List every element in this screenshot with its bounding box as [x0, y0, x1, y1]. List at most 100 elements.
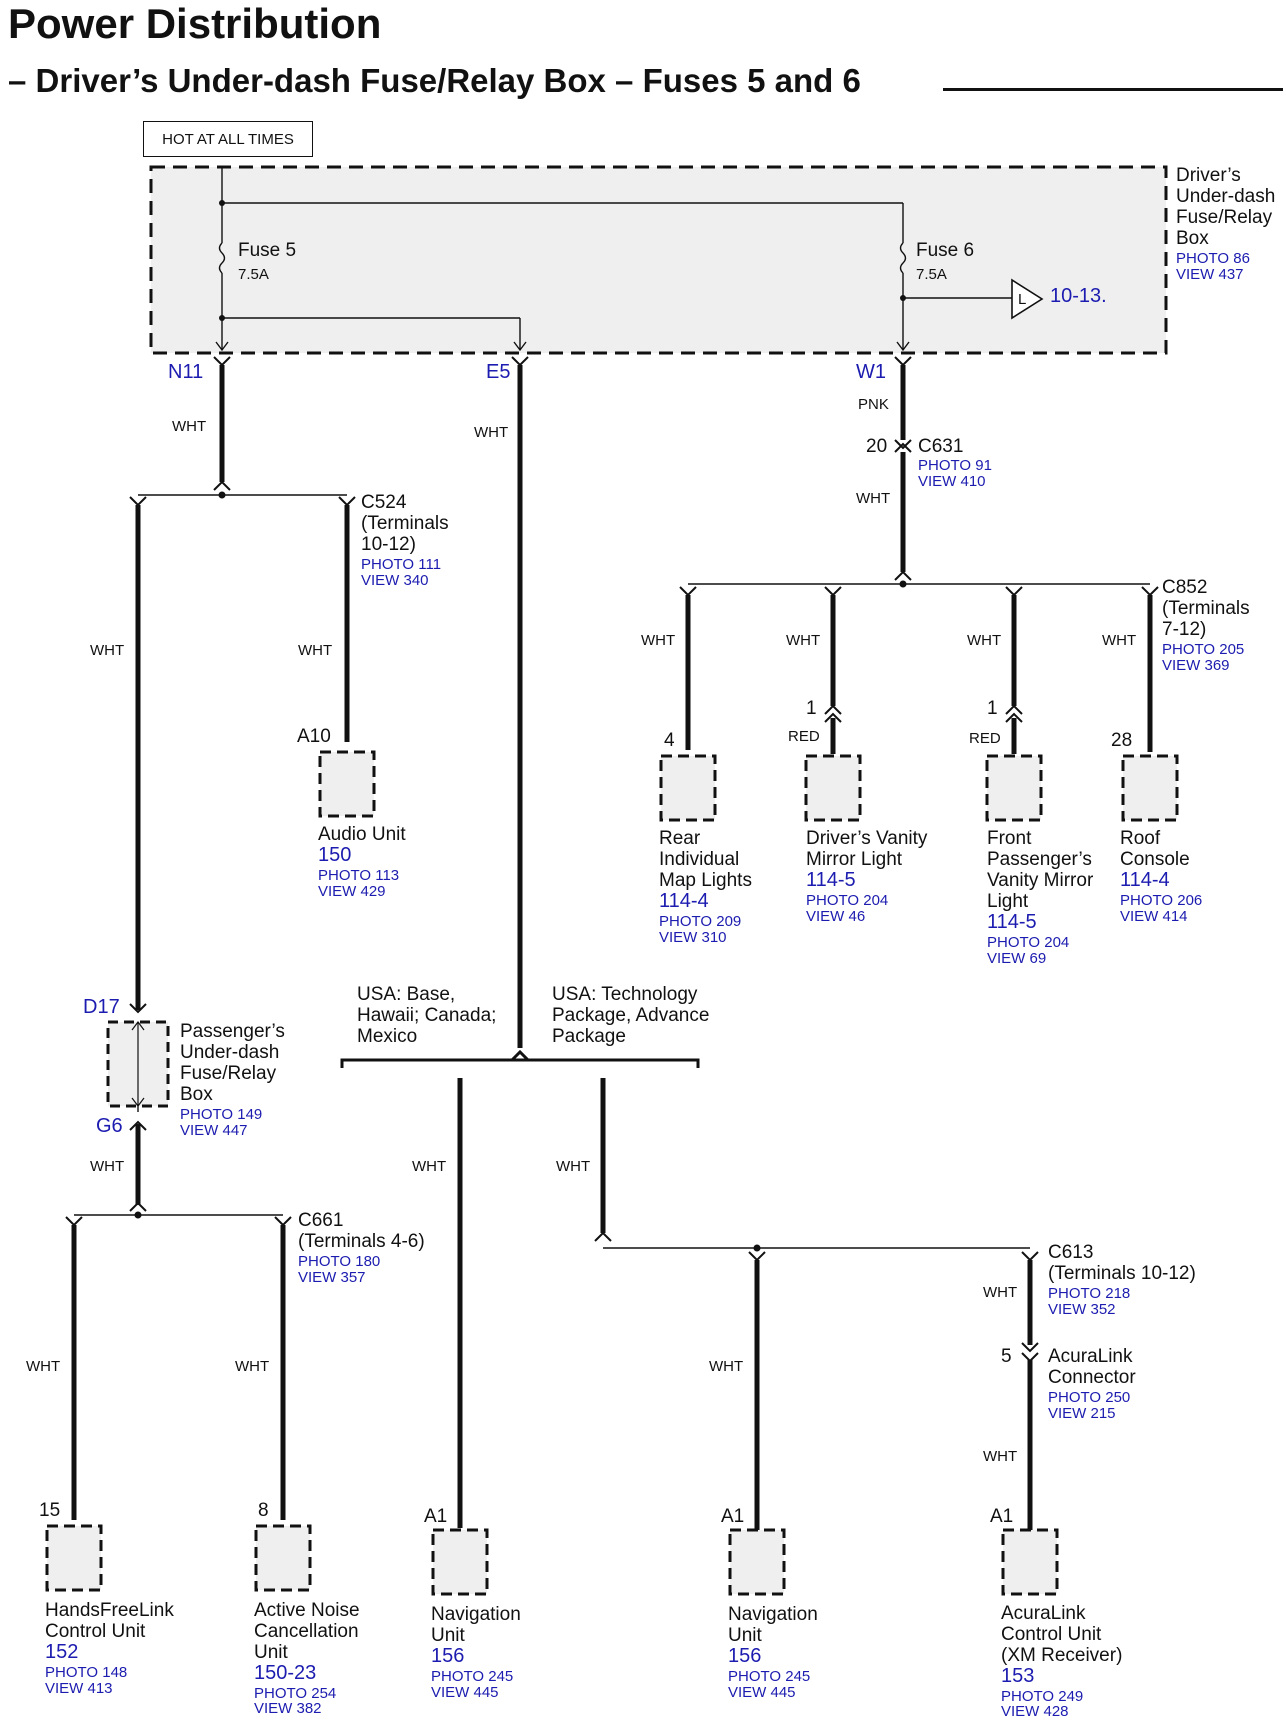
c852-view: VIEW 369 — [1162, 657, 1230, 674]
rear-map-pin: 4 — [664, 730, 675, 751]
branch-left-3: Mexico — [357, 1026, 418, 1047]
c613-photo: PHOTO 218 — [1048, 1285, 1131, 1302]
passenger-box-name-2: Under-dash — [180, 1042, 280, 1063]
audio-unit-page: 150 — [318, 844, 352, 866]
front-vanity-name-3: Vanity Mirror — [987, 870, 1094, 891]
c661-terminals: (Terminals 4-6) — [298, 1231, 425, 1252]
branch-right-2: Package, Advance — [552, 1005, 710, 1026]
roof-console-name-2: Console — [1120, 849, 1190, 870]
roof-console-photo: PHOTO 206 — [1120, 892, 1203, 909]
hfl-name-2: Control Unit — [45, 1621, 146, 1642]
audio-unit-view: VIEW 429 — [318, 883, 386, 900]
passenger-box-name-1: Passenger’s — [180, 1021, 285, 1042]
acuralink-unit-page: 153 — [1001, 1665, 1035, 1687]
driver-vanity-photo: PHOTO 204 — [806, 892, 889, 909]
wire-color-front-vanity: WHT — [967, 632, 1002, 649]
terminal-w1: W1 — [856, 361, 886, 383]
driver-vanity-view: VIEW 46 — [806, 908, 866, 925]
fuse-5-label: Fuse 5 — [238, 240, 297, 261]
acuralink-unit-name-2: Control Unit — [1001, 1624, 1102, 1645]
c613-terminals: (Terminals 10-12) — [1048, 1263, 1196, 1284]
acuralink-connector-photo: PHOTO 250 — [1048, 1389, 1131, 1406]
rear-map-view: VIEW 310 — [659, 929, 727, 946]
fuse-5-rating: 7.5A — [238, 266, 269, 283]
rear-map-page: 114-4 — [659, 890, 709, 912]
nav2-photo: PHOTO 245 — [728, 1668, 811, 1685]
branch-left-2: Hawaii; Canada; — [357, 1005, 497, 1026]
branch-right-1: USA: Technology — [552, 984, 698, 1005]
c852-terminals-2: 7-12) — [1162, 619, 1207, 640]
roof-console-pin: 28 — [1111, 730, 1133, 751]
front-vanity-photo: PHOTO 204 — [987, 934, 1070, 951]
c524-view: VIEW 340 — [361, 572, 429, 589]
wire-color-tech: WHT — [556, 1158, 591, 1175]
nav2-view: VIEW 445 — [728, 1684, 796, 1701]
anc-photo: PHOTO 254 — [254, 1685, 337, 1702]
hfl-photo: PHOTO 148 — [45, 1664, 128, 1681]
hfl-name-1: HandsFreeLink — [45, 1600, 174, 1621]
c661-photo: PHOTO 180 — [298, 1253, 381, 1270]
terminal-n11: N11 — [168, 361, 204, 383]
roof-console-name-1: Roof — [1120, 828, 1161, 849]
passenger-box-name-3: Fuse/Relay — [180, 1063, 277, 1084]
front-vanity-name-2: Passenger’s — [987, 849, 1092, 870]
acuralink-unit-name-3: (XM Receiver) — [1001, 1645, 1123, 1666]
option-bracket — [340, 1049, 700, 1068]
terminal-g6: G6 — [96, 1115, 123, 1137]
fuse-box-photo: PHOTO 86 — [1176, 250, 1250, 267]
wire-color-audio: WHT — [298, 642, 333, 659]
rear-map-name-1: Rear — [659, 828, 701, 849]
hfl-pin: 15 — [39, 1500, 61, 1521]
branch-right-3: Package — [552, 1026, 626, 1047]
acuralink-unit-name-1: AcuraLink — [1001, 1603, 1086, 1624]
c631-view: VIEW 410 — [918, 473, 986, 490]
fuse-box-name-4: Box — [1176, 228, 1209, 249]
wire-color-e5: WHT — [474, 424, 509, 441]
wire-color-c613: WHT — [983, 1284, 1018, 1301]
front-vanity-name-4: Light — [987, 891, 1029, 912]
acuralink-connector-name-1: AcuraLink — [1048, 1346, 1133, 1367]
terminal-d17: D17 — [83, 996, 120, 1018]
wire-color-hfl: WHT — [26, 1358, 61, 1375]
fuse-box-name-1: Driver’s — [1176, 165, 1241, 186]
c524-terminals-2: 10-12) — [361, 534, 416, 555]
acuralink-connector-pin: 5 — [1001, 1346, 1012, 1367]
c852-name: C852 — [1162, 577, 1208, 598]
nav2-pin: A1 — [721, 1506, 745, 1527]
roof-console-page: 114-4 — [1120, 869, 1170, 891]
wire-color-roof: WHT — [1102, 632, 1137, 649]
fuse-box-view: VIEW 437 — [1176, 266, 1244, 283]
hfl-page: 152 — [45, 1641, 79, 1663]
c524-terminals-1: (Terminals — [361, 513, 449, 534]
c852-terminals-1: (Terminals — [1162, 598, 1250, 619]
nav2-name-2: Unit — [728, 1625, 762, 1646]
acuralink-unit-pin: A1 — [990, 1506, 1014, 1527]
c661-view: VIEW 357 — [298, 1269, 366, 1286]
c852-photo: PHOTO 205 — [1162, 641, 1245, 658]
rear-map-name-2: Individual — [659, 849, 740, 870]
fuse-box-internal-wiring — [215, 167, 1044, 352]
driver-vanity-pin: 1 — [806, 698, 817, 719]
c524-name: C524 — [361, 492, 407, 513]
audio-unit-pin: A10 — [297, 726, 331, 747]
lamp-letter: L — [1018, 291, 1027, 308]
fuse-6-label: Fuse 6 — [916, 240, 975, 261]
lamp-page-ref: 10-13. — [1050, 285, 1107, 307]
nav1-pin: A1 — [424, 1506, 448, 1527]
passenger-box-photo: PHOTO 149 — [180, 1106, 263, 1123]
wire-color-c631-out: WHT — [856, 490, 891, 507]
wire-color-driver-vanity-red: RED — [788, 728, 820, 745]
wire-color-g6: WHT — [90, 1158, 125, 1175]
terminal-e5: E5 — [486, 361, 511, 383]
wire-color-front-vanity-red: RED — [969, 730, 1001, 747]
fuse-6-rating: 7.5A — [916, 266, 947, 283]
c631-pin: 20 — [866, 436, 888, 457]
driver-vanity-name-2: Mirror Light — [806, 849, 903, 870]
hfl-view: VIEW 413 — [45, 1680, 113, 1697]
driver-vanity-page: 114-5 — [806, 869, 856, 891]
fuse-box-name-3: Fuse/Relay — [1176, 207, 1273, 228]
wire-color-acuralink: WHT — [983, 1448, 1018, 1465]
nav1-page: 156 — [431, 1645, 465, 1667]
wire-color-nav1: WHT — [412, 1158, 447, 1175]
